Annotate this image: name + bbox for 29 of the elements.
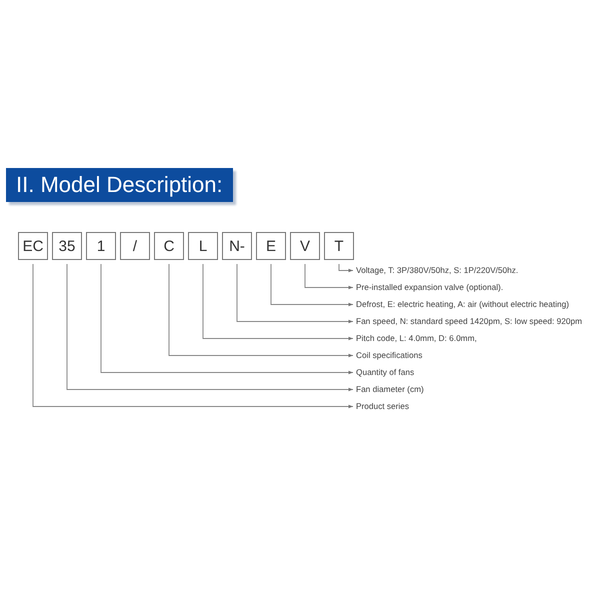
title-banner: II. Model Description: xyxy=(6,168,233,202)
code-box: EC xyxy=(18,232,48,260)
description-text: Pitch code, L: 4.0mm, D: 6.0mm, xyxy=(356,333,477,344)
code-box: V xyxy=(290,232,320,260)
arrow xyxy=(236,264,354,324)
arrow xyxy=(202,264,354,340)
code-box: L xyxy=(188,232,218,260)
arrow xyxy=(66,264,354,392)
arrow xyxy=(270,264,354,306)
description-text: Fan diameter (cm) xyxy=(356,384,424,395)
code-box: E xyxy=(256,232,286,260)
arrow xyxy=(338,264,354,272)
description-text: Product series xyxy=(356,401,410,412)
code-box: C xyxy=(154,232,184,260)
description-text: Coil specifications xyxy=(356,350,422,361)
code-box: 1 xyxy=(86,232,116,260)
description-text: Defrost, E: electric heating, A: air (without electric heating) xyxy=(356,299,570,310)
arrow xyxy=(304,264,354,290)
arrow xyxy=(168,264,354,358)
description-text: Voltage, T: 3P/380V/50hz, S: 1P/220V/50hz. xyxy=(356,265,518,276)
description-text: Quantity of fans xyxy=(356,367,414,378)
code-box: T xyxy=(324,232,354,260)
arrow xyxy=(32,264,354,408)
code-box: N- xyxy=(222,232,252,260)
code-box: 35 xyxy=(52,232,82,260)
description-text: Pre-installed expansion valve (optional). xyxy=(356,282,504,293)
code-box: / xyxy=(120,232,150,260)
arrow xyxy=(100,264,354,374)
description-text: Fan speed, N: standard speed 1420pm, S: low speed: 920pm xyxy=(356,316,582,327)
